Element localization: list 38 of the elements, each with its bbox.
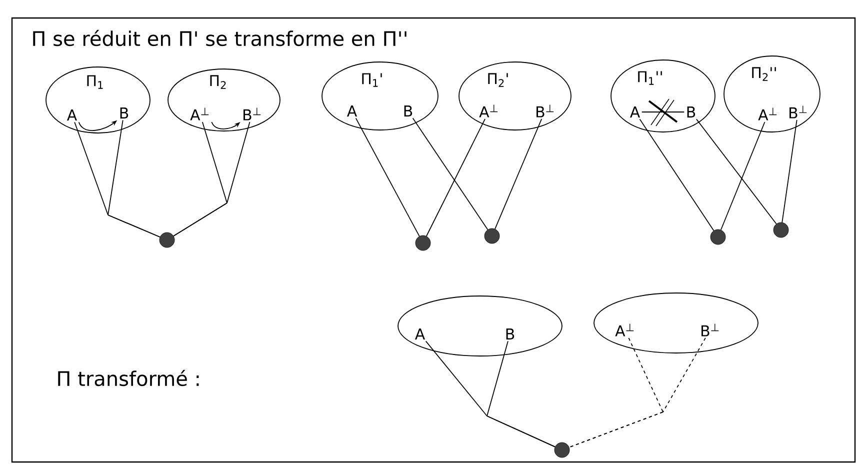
- connector: [486, 340, 556, 448]
- title: Π se réduit en Π' se transforme en Π'': [33, 30, 406, 46]
- formula-label: B$^{⊥}$: [702, 324, 719, 336]
- connector: [108, 120, 160, 238]
- dot: [484, 228, 500, 244]
- formula-label: A: [346, 106, 357, 116]
- connector: [720, 122, 766, 230]
- caption-text: Π transformé :: [58, 370, 199, 386]
- formula-label: A$^{⊥}$: [190, 108, 209, 120]
- formula-label: A$^{⊥}$: [615, 324, 634, 336]
- formula-label: A$^{⊥}$: [479, 104, 498, 118]
- formula-label: B: [506, 328, 514, 340]
- formula-label: B$^{⊥}$: [536, 104, 554, 118]
- formula-label: B: [687, 106, 696, 118]
- formula-label: B: [404, 106, 412, 116]
- formula-label: A: [414, 328, 425, 340]
- connector: [412, 118, 488, 230]
- connector: [782, 120, 798, 223]
- connector: [639, 118, 714, 232]
- formula-label: A$^{⊥}$: [758, 108, 777, 120]
- connector: [355, 118, 420, 237]
- connector: [173, 122, 250, 236]
- formula-label: A: [630, 106, 640, 118]
- dot: [773, 222, 789, 238]
- formula-label: B: [120, 108, 128, 118]
- connector: [426, 118, 486, 237]
- formula-label: B$^{⊥}$: [244, 108, 261, 120]
- formula-label: B$^{⊥}$: [790, 106, 807, 118]
- dot: [415, 235, 431, 251]
- dot: [554, 442, 570, 458]
- ellipse: [594, 292, 758, 354]
- ellipse: [398, 296, 562, 356]
- connector: [568, 338, 706, 448]
- connector: [494, 118, 542, 230]
- formula-label: A: [66, 110, 77, 120]
- connector: [696, 118, 777, 224]
- dot: [710, 229, 726, 245]
- dot: [159, 232, 175, 248]
